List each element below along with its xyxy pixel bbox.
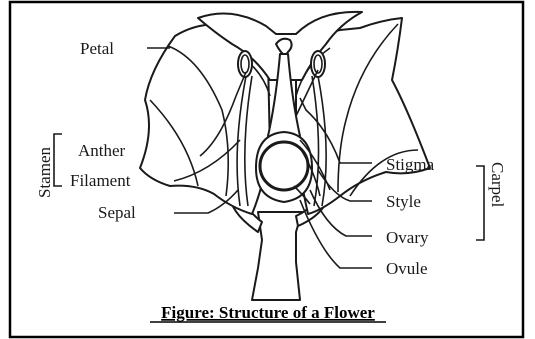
label-anther: Anther [78, 141, 126, 160]
label-stigma: Stigma [386, 155, 435, 174]
figure-caption: Figure: Structure of a Flower [161, 303, 375, 322]
label-ovule: Ovule [386, 259, 428, 278]
label-ovary: Ovary [386, 228, 429, 247]
label-style: Style [386, 192, 421, 211]
label-filament: Filament [70, 171, 131, 190]
label-petal: Petal [80, 39, 114, 58]
stamen-bracket [54, 134, 62, 186]
group-label-carpel: Carpel [488, 162, 507, 208]
label-sepal: Sepal [98, 203, 136, 222]
group-label-stamen: Stamen [35, 147, 54, 198]
carpel-bracket [476, 166, 484, 240]
